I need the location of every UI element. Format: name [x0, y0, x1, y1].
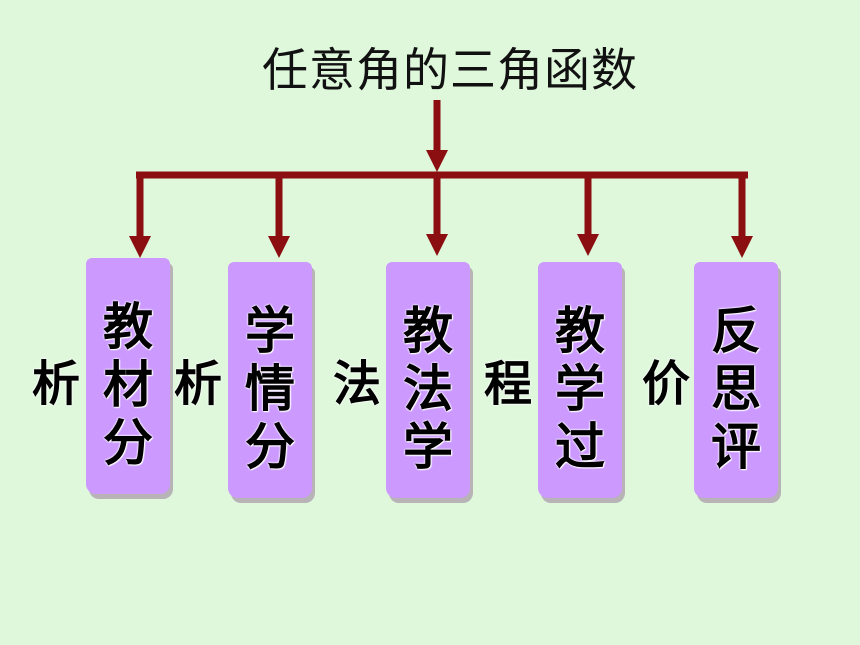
node-box-1: 教 材 分: [86, 258, 170, 494]
arrowhead-3: [426, 234, 448, 256]
node-side-label-1: 析: [32, 356, 81, 412]
arrowhead-2: [268, 236, 290, 258]
arrowhead-5: [731, 236, 753, 258]
node-side-label-2: 析: [174, 356, 223, 412]
node-label-5: 反 思 评: [711, 302, 761, 476]
arrowhead-4: [577, 234, 599, 256]
arrowhead-trunk: [426, 150, 448, 172]
diagram-title: 任意角的三角函数: [262, 43, 638, 97]
node-label-1: 教 材 分: [103, 298, 153, 472]
node-side-label-4: 程: [484, 356, 533, 412]
node-label-4: 教 学 过: [555, 302, 605, 476]
node-side-label-5: 价: [642, 356, 691, 412]
node-box-5: 反 思 评: [694, 262, 778, 498]
node-box-3: 教 法 学: [386, 262, 470, 498]
node-label-2: 学 情 分: [245, 302, 295, 476]
arrowhead-1: [129, 236, 151, 258]
node-side-label-3: 法: [333, 356, 382, 412]
node-box-4: 教 学 过: [538, 262, 622, 498]
node-label-3: 教 法 学: [403, 302, 453, 476]
node-box-2: 学 情 分: [228, 262, 312, 498]
